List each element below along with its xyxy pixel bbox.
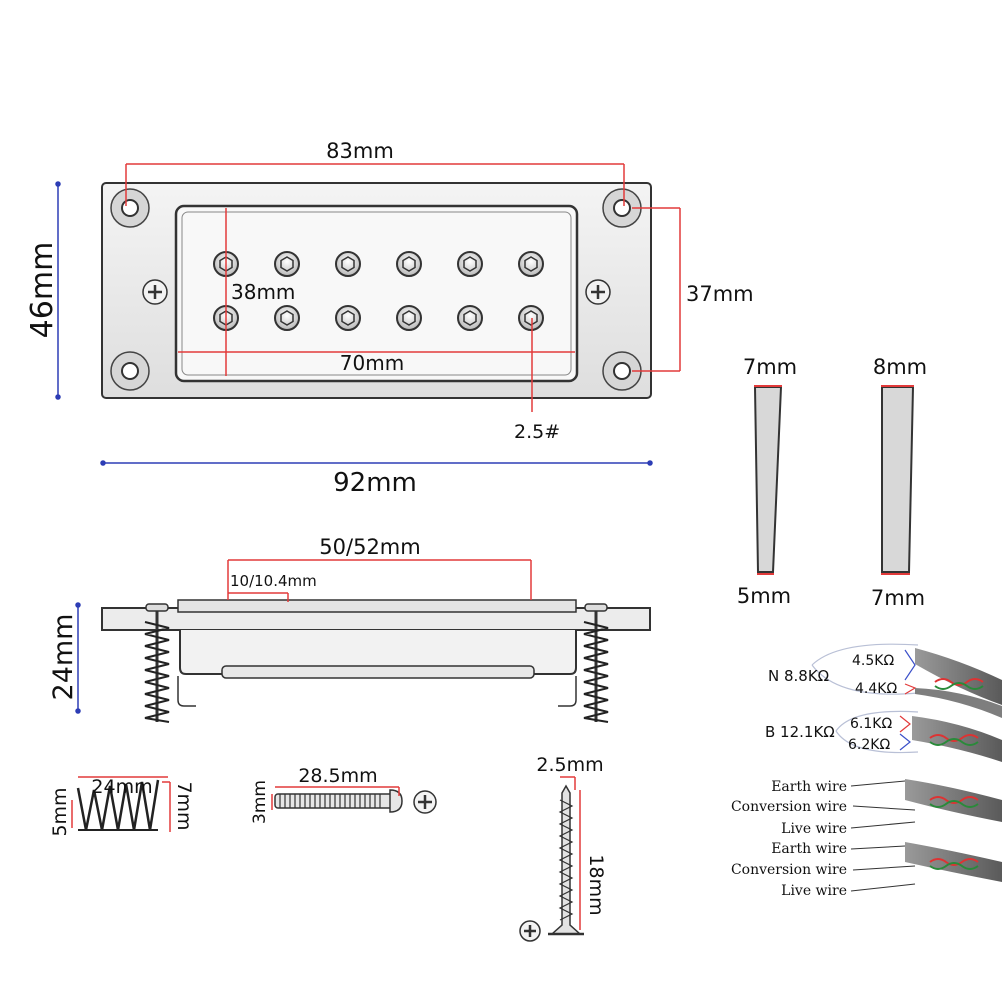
pole-piece [396,251,422,277]
bridge-r1: 6.1KΩ [850,716,892,732]
screw-length: 28.5mm [298,765,377,787]
pole-piece [274,251,300,277]
magnet-left: 7mm 5mm [737,355,797,608]
wire-live-2: Live wire [781,883,847,899]
dim-38: 38mm [231,280,295,304]
screw-left-icon [142,279,168,305]
pickup-cover-inner [181,211,572,376]
dim-92-line [100,460,653,466]
side-base [221,665,535,679]
hole-bottom-left [110,351,150,391]
screw-right-icon [585,279,611,305]
side-view: 50/52mm 10/10.4mm 24mm [48,535,651,723]
dim-70: 70mm [340,351,404,375]
wire-live-1: Live wire [781,821,847,837]
wire-set-2: Earth wire Conversion wire Live wire [731,841,1002,899]
dim-37-lines [632,207,681,372]
dim-24-line [75,602,81,714]
wiring-bridge: B 12.1KΩ 6.1KΩ 6.2KΩ [765,710,1002,762]
magnet-left-top: 7mm [743,355,797,379]
hole-top-left [110,188,150,228]
wood-screw-diameter: 2.5mm [536,754,603,776]
top-view: 83mm 38mm 37mm 70mm 2.5# 46mm 92 [25,139,754,498]
dim-37: 37mm [686,282,754,306]
neck-label: N 8.8KΩ [768,667,829,685]
spring-length: 24mm [91,776,152,798]
magnet-right-bottom: 7mm [871,586,925,610]
pole-piece [518,251,544,277]
spring-large-d: 7mm [173,781,195,830]
side-spring-left [144,603,196,723]
wire-conversion-2: Conversion wire [731,862,847,878]
dim-50-52: 50/52mm [319,535,420,559]
dim-10: 10/10.4mm [230,572,317,590]
neck-r1: 4.5KΩ [852,653,894,669]
magnet-right: 8mm 7mm [871,355,927,610]
dim-83-lines [125,163,625,206]
pole-size-label: 2.5# [514,421,560,443]
wood-screw-length: 18mm [585,854,607,915]
pole-piece [518,305,544,331]
wire-earth-2: Earth wire [771,841,847,857]
wire-conversion-1: Conversion wire [731,799,847,815]
pole-piece [396,305,422,331]
wiring-neck: N 8.8KΩ 4.5KΩ 4.4KΩ [768,643,1002,718]
side-cover-top [177,599,577,613]
pole-piece [335,305,361,331]
pole-piece [457,305,483,331]
pole-piece [274,305,300,331]
machine-screw-head-icon [413,790,437,814]
dim-46-line [55,181,61,400]
spring-small-d: 5mm [49,787,71,836]
side-spring-right [558,603,609,723]
dim-46: 46mm [25,242,60,339]
dim-83: 83mm [326,139,394,163]
dim-92: 92mm [333,468,417,498]
pickup-cover-outer [174,204,579,383]
spring-part: 24mm 5mm 7mm [49,776,195,837]
wood-screw: 2.5mm 18mm [519,754,607,942]
pole-piece [457,251,483,277]
bridge-r2: 6.2KΩ [848,737,890,753]
wire-set-1: Earth wire Conversion wire Live wire [731,779,1002,837]
corner-holes [110,188,642,391]
bridge-label: B 12.1KΩ [765,723,835,741]
hole-bottom-right [602,351,642,391]
pole-pieces [213,251,544,331]
pole-piece [335,251,361,277]
dim-24: 24mm [48,614,79,701]
wire-earth-1: Earth wire [771,779,847,795]
dim-10-lines [228,592,289,602]
screw-diameter: 3mm [250,780,270,824]
machine-screw: 28.5mm 3mm [250,765,437,824]
magnet-right-top: 8mm [873,355,927,379]
hole-top-right [602,188,642,228]
wood-screw-head-icon [519,920,541,942]
neck-r2: 4.4KΩ [855,681,897,697]
magnet-left-bottom: 5mm [737,584,791,608]
